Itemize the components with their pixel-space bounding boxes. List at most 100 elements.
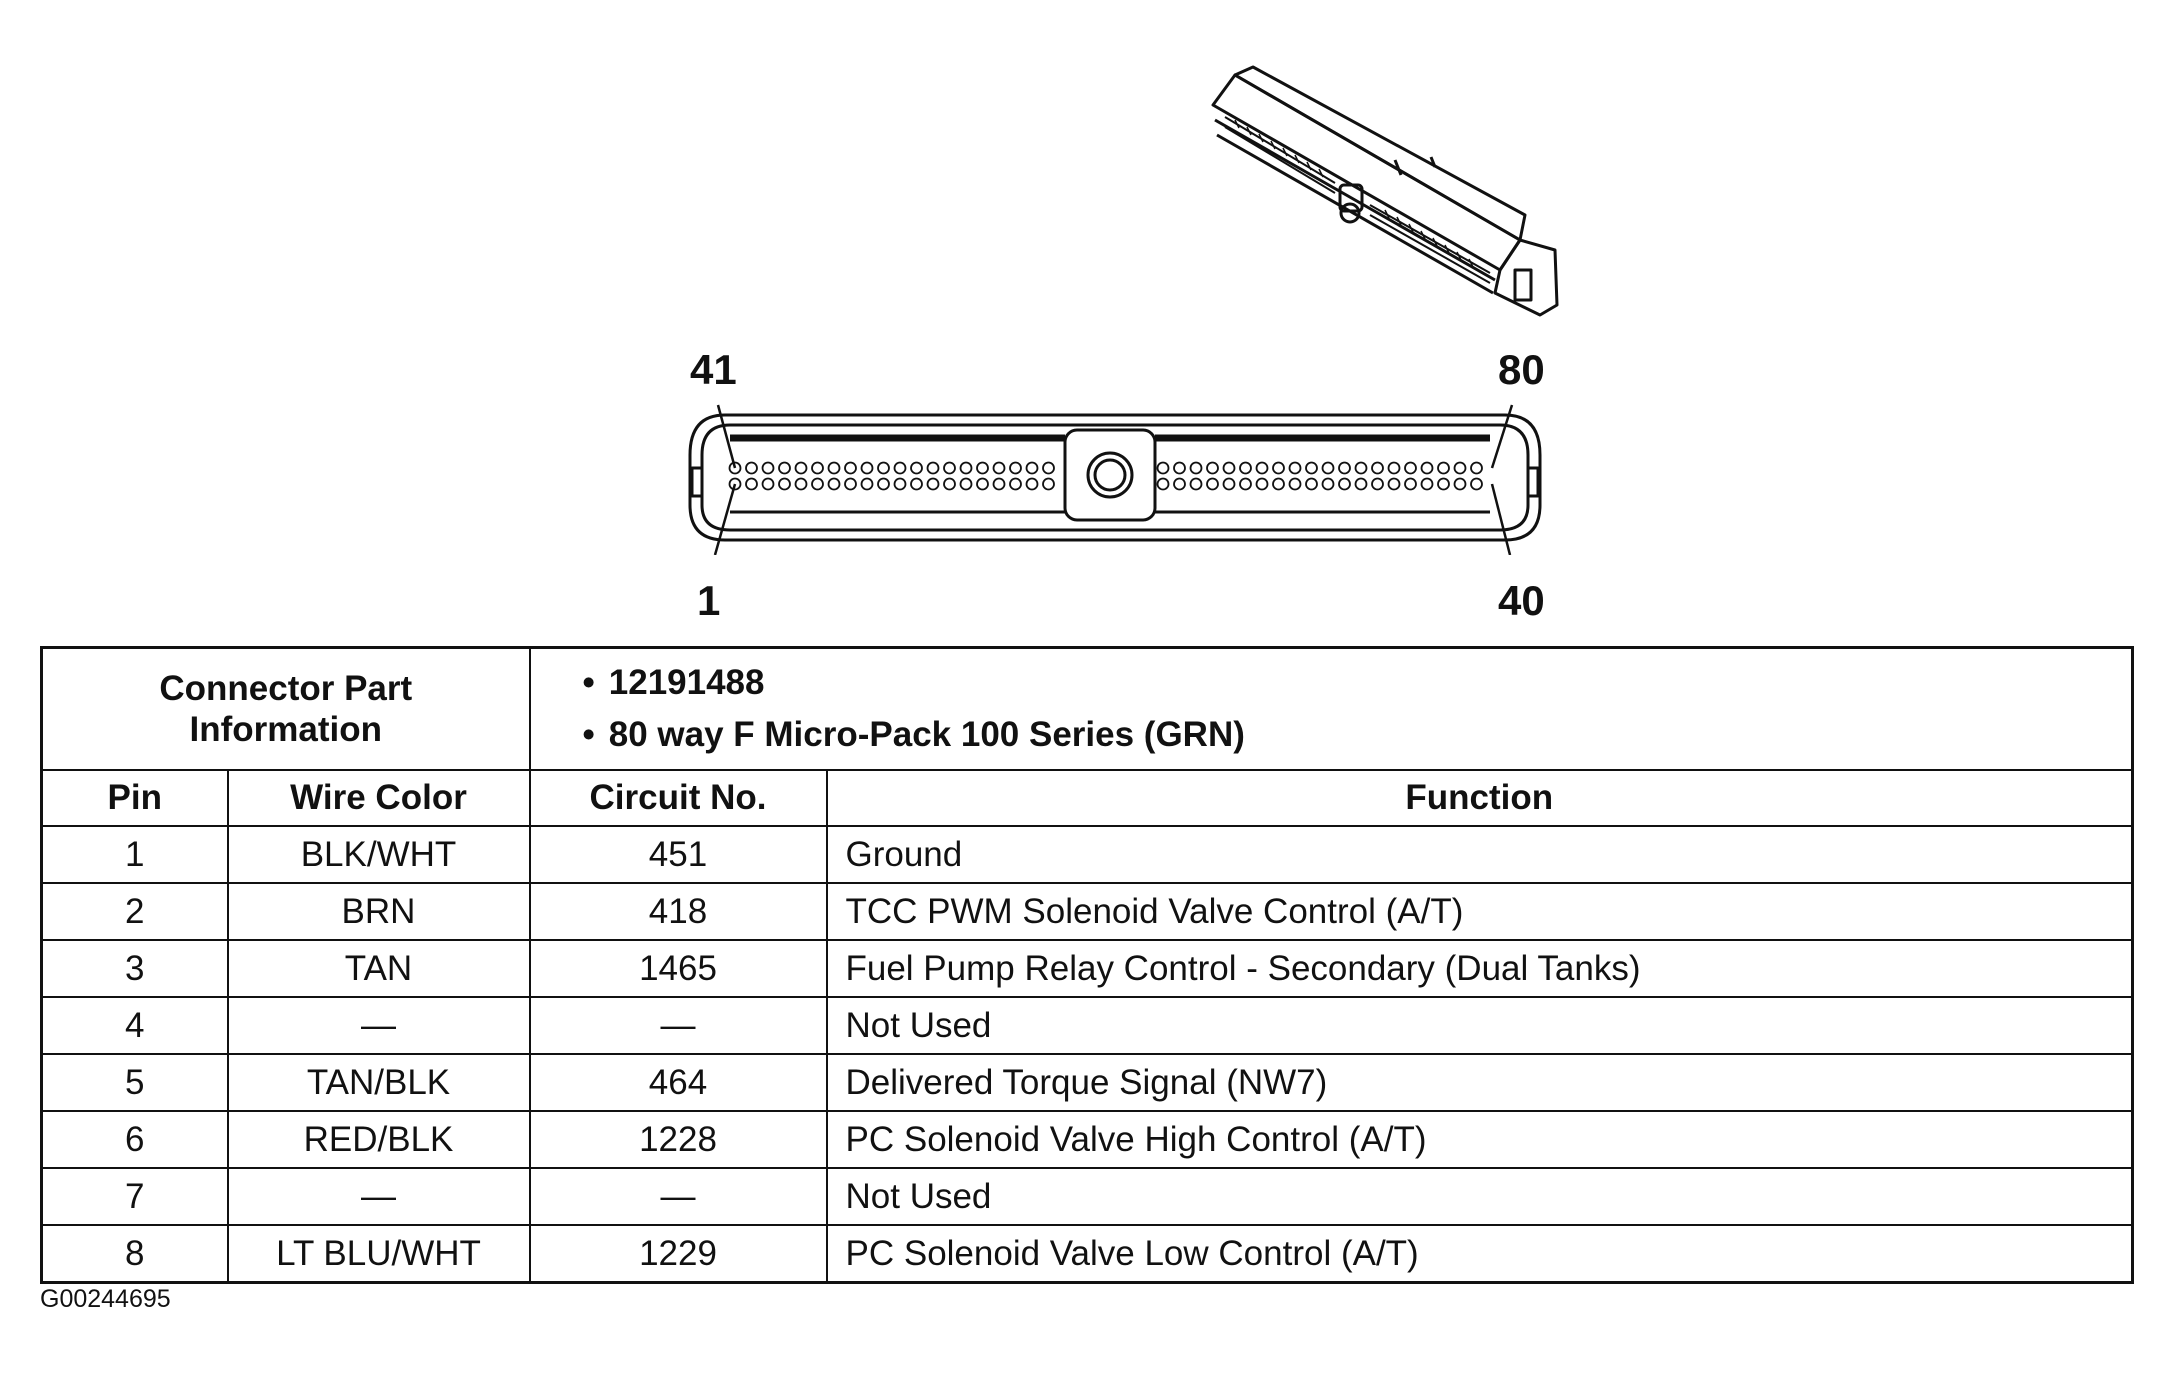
- pin-hole: [1042, 461, 1055, 475]
- pin-cell: 4: [40, 996, 229, 1055]
- pin-hole: [1042, 477, 1055, 491]
- connector-face-diagram: [688, 404, 1542, 555]
- pin-hole: [811, 461, 824, 475]
- pin-hole: [1321, 477, 1335, 491]
- pin-hole: [1470, 477, 1483, 491]
- connector-3d-illustration: [1211, 65, 1559, 317]
- circuit-cell: 451: [528, 825, 828, 884]
- pin-label-41: 41: [690, 346, 737, 393]
- function-cell: Ground: [825, 825, 2134, 884]
- pin-hole: [1453, 477, 1467, 491]
- pin-hole: [910, 477, 923, 491]
- pin-hole: [1288, 461, 1302, 475]
- circuit-cell: 1229: [528, 1224, 828, 1284]
- pin-hole: [1156, 461, 1170, 475]
- pin-cell: 3: [40, 939, 229, 998]
- function-cell: Not Used: [825, 996, 2134, 1055]
- pin-cell: 1: [40, 825, 229, 884]
- wire-color-cell: TAN/BLK: [226, 1053, 531, 1112]
- pin-hole: [943, 461, 956, 475]
- circuit-cell: —: [528, 996, 828, 1055]
- pin-hole: [1288, 477, 1302, 491]
- wire-color-cell: RED/BLK: [226, 1110, 531, 1169]
- pin-hole: [877, 477, 890, 491]
- pin-hole: [1420, 477, 1434, 491]
- header-circuit: Circuit No.: [528, 769, 828, 827]
- header-function: Function: [825, 769, 2134, 827]
- pin-hole: [976, 477, 989, 491]
- pin-hole: [1222, 477, 1236, 491]
- circuit-cell: —: [528, 1167, 828, 1226]
- pin-hole: [827, 477, 841, 491]
- pin-hole: [1437, 477, 1450, 491]
- table-row: 3 TAN 1465 Fuel Pump Relay Control - Sec…: [40, 939, 2134, 998]
- pin-hole: [745, 461, 758, 475]
- pin-hole: [1222, 461, 1236, 475]
- pin-hole: [1239, 477, 1252, 491]
- pin-cell: 5: [40, 1053, 229, 1112]
- pin-hole: [1420, 461, 1434, 475]
- wire-color-cell: LT BLU/WHT: [226, 1224, 531, 1284]
- pin-cell: 7: [40, 1167, 229, 1226]
- wire-color-cell: TAN: [226, 939, 531, 998]
- pin-hole: [728, 477, 742, 491]
- pin-hole: [794, 477, 808, 491]
- circuit-cell: 1228: [528, 1110, 828, 1169]
- pin-hole: [910, 461, 923, 475]
- pin-hole: [1255, 477, 1269, 491]
- pin-hole: [1354, 477, 1368, 491]
- pin-hole: [1321, 461, 1335, 475]
- table-row: 8 LT BLU/WHT 1229 PC Solenoid Valve Low …: [40, 1224, 2134, 1284]
- pin-hole: [1437, 461, 1450, 475]
- function-cell: PC Solenoid Valve Low Control (A/T): [825, 1224, 2134, 1284]
- pin-cell: 2: [40, 882, 229, 941]
- table-row: 6 RED/BLK 1228 PC Solenoid Valve High Co…: [40, 1110, 2134, 1169]
- wire-color-cell: —: [226, 1167, 531, 1226]
- pin-hole: [893, 461, 907, 475]
- table-header-row: Pin Wire Color Circuit No. Function: [40, 769, 2134, 827]
- pin-hole: [860, 477, 874, 491]
- pin-label-1: 1: [697, 577, 721, 624]
- function-cell: Fuel Pump Relay Control - Secondary (Dua…: [825, 939, 2134, 998]
- pin-hole: [761, 477, 775, 491]
- pin-hole: [1453, 461, 1467, 475]
- pin-hole: [1239, 461, 1252, 475]
- header-wire-color: Wire Color: [226, 769, 531, 827]
- pin-hole: [761, 461, 775, 475]
- connector-info-values: 12191488 80 way F Micro-Pack 100 Series …: [528, 646, 2134, 771]
- pin-hole: [728, 461, 742, 475]
- wire-color-cell: BLK/WHT: [226, 825, 531, 884]
- pin-hole: [926, 477, 940, 491]
- header-pin: Pin: [40, 769, 229, 827]
- function-cell: Not Used: [825, 1167, 2134, 1226]
- pin-hole: [1354, 461, 1368, 475]
- function-cell: TCC PWM Solenoid Valve Control (A/T): [825, 882, 2134, 941]
- pin-hole: [1206, 461, 1219, 475]
- circuit-cell: 418: [528, 882, 828, 941]
- pin-hole: [778, 461, 791, 475]
- connector-pinout-table: Connector Part Information 12191488 80 w…: [40, 646, 2134, 1284]
- table-row: 7 — — Not Used: [40, 1167, 2134, 1226]
- connector-part-number: 12191488: [583, 657, 2132, 709]
- figure-id: G00244695: [40, 1285, 171, 1313]
- pin-hole: [976, 461, 989, 475]
- pin-label-80: 80: [1498, 346, 1545, 393]
- pin-hole: [844, 477, 857, 491]
- connector-description: 80 way F Micro-Pack 100 Series (GRN): [583, 709, 2132, 761]
- pin-hole: [1009, 477, 1022, 491]
- pin-hole: [1189, 477, 1203, 491]
- pin-hole: [1206, 477, 1219, 491]
- pin-hole: [827, 461, 841, 475]
- circuit-cell: 464: [528, 1053, 828, 1112]
- connector-info-row: Connector Part Information 12191488 80 w…: [40, 646, 2134, 771]
- pin-hole: [1305, 461, 1318, 475]
- pin-hole: [1404, 477, 1417, 491]
- function-cell: PC Solenoid Valve High Control (A/T): [825, 1110, 2134, 1169]
- pin-hole: [1255, 461, 1269, 475]
- pin-hole: [1404, 461, 1417, 475]
- pin-hole: [1009, 461, 1022, 475]
- function-cell: Delivered Torque Signal (NW7): [825, 1053, 2134, 1112]
- table-row: 4 — — Not Used: [40, 996, 2134, 1055]
- pin-hole: [926, 461, 940, 475]
- pin-hole: [992, 477, 1006, 491]
